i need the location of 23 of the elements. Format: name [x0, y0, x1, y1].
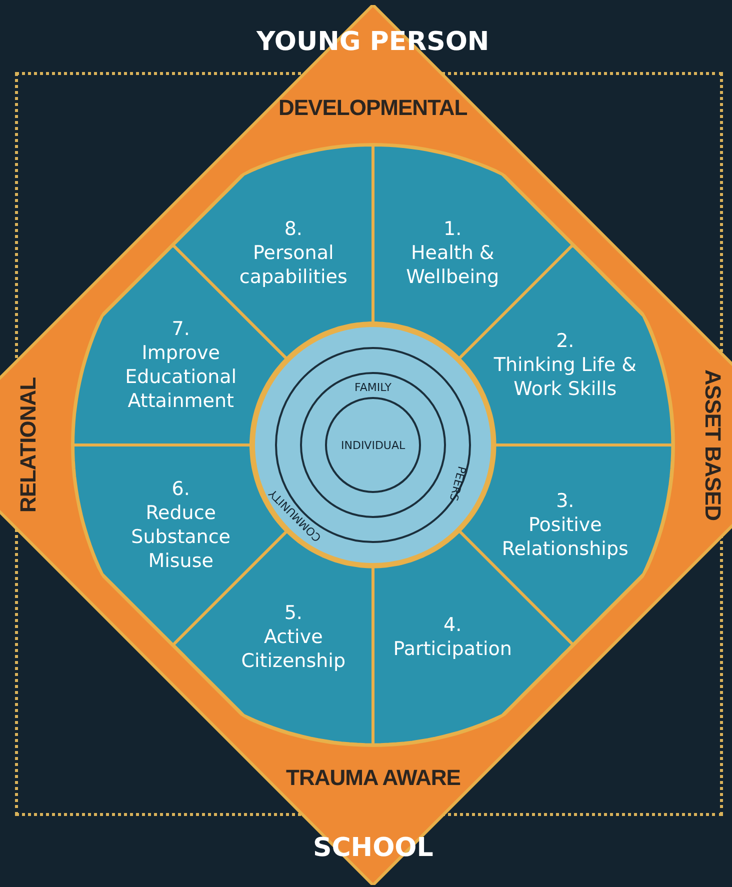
segment-number: 7. — [170, 317, 191, 342]
segment-number: 3. — [555, 488, 576, 513]
segment-label: Reduce Substance Misuse — [130, 500, 232, 573]
ring-label: PEERS — [446, 464, 468, 502]
side-label: RELATIONAL — [15, 377, 42, 513]
segment-number: 1. — [442, 216, 463, 241]
side-label: TRAUMA AWARE — [286, 765, 460, 791]
segment-label: Health & Wellbeing — [405, 240, 500, 289]
segment-label: Participation — [392, 637, 513, 662]
segment-number: 6. — [170, 476, 191, 501]
segment-label: Positive Relationships — [500, 512, 630, 561]
segment-number: 2. — [555, 329, 576, 354]
segment-label: Improve Educational Attainment — [124, 341, 238, 414]
segment-label: Active Citizenship — [240, 625, 347, 674]
segment-number: 8. — [283, 216, 304, 241]
ring-label: INDIVIDUAL — [341, 438, 406, 452]
side-label: DEVELOPMENTAL — [278, 95, 468, 121]
segment-number: 4. — [442, 613, 463, 638]
side-label: ASSET BASED — [699, 370, 725, 520]
segment-number: 5. — [283, 601, 304, 626]
segment-label: Thinking Life & Work Skills — [492, 353, 638, 402]
ring-label: FAMILY — [354, 380, 392, 394]
segment-label: Personal capabilities — [238, 240, 348, 289]
